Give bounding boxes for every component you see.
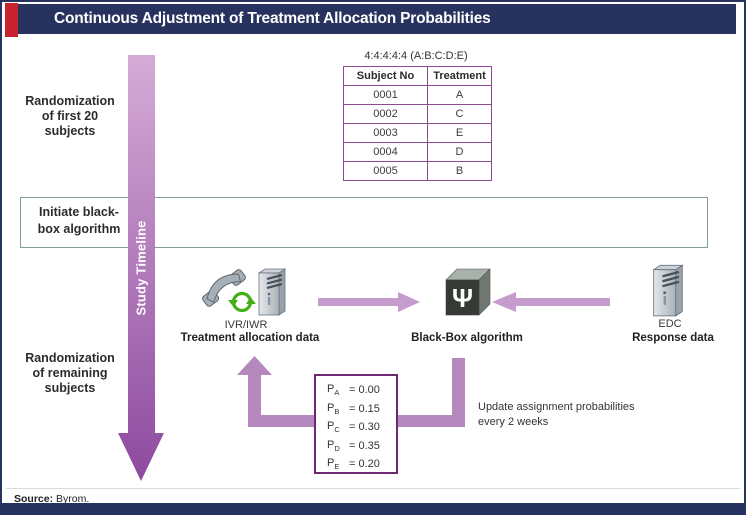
allocation-ratio-title: 4:4:4:4:4 (A:B:C:D:E) xyxy=(364,50,468,62)
response-data-caption: Response data xyxy=(632,332,714,344)
cell-treatment: A xyxy=(427,85,492,105)
probability-row: PE = 0.20 xyxy=(316,455,396,474)
prob-value: = 0.20 xyxy=(349,458,380,471)
prob-value: = 0.30 xyxy=(349,421,380,434)
edc-label: EDC xyxy=(658,318,682,330)
bottom-bar xyxy=(2,503,744,513)
source-text: Byrom. xyxy=(56,493,90,505)
probability-box: PA = 0.00 PB = 0.15 PC = 0.30 PD = 0.35 … xyxy=(314,374,398,474)
probability-row: PC = 0.30 xyxy=(316,418,396,437)
prob-sub: C xyxy=(334,425,340,435)
header-bar xyxy=(8,4,736,34)
table-row: 0002 C xyxy=(343,104,492,124)
prob-value: = 0.00 xyxy=(349,384,380,397)
phase-label-remaining: Randomization of remaining subjects xyxy=(25,351,115,395)
treatment-allocation-caption: Treatment allocation data xyxy=(180,332,320,344)
figure-title: Continuous Adjustment of Treatment Alloc… xyxy=(54,10,491,27)
prob-sub: D xyxy=(334,443,340,453)
cell-treatment: D xyxy=(427,142,492,162)
prob-symbol: P xyxy=(327,383,335,396)
table-row: 0003 E xyxy=(343,123,492,143)
initiate-algorithm-label: Initiate black- box algorithm xyxy=(37,205,121,236)
cell-subject: 0005 xyxy=(343,161,428,181)
table-row: 0005 B xyxy=(343,161,492,181)
prob-value: = 0.35 xyxy=(349,439,380,452)
cell-subject: 0001 xyxy=(343,85,428,105)
ivr-phone-server-icon xyxy=(202,268,286,316)
cell-subject: 0004 xyxy=(343,142,428,162)
prob-sub: B xyxy=(334,406,340,416)
study-timeline-arrow-icon xyxy=(118,55,164,481)
probability-row: PB = 0.15 xyxy=(316,400,396,419)
arrow-left-icon xyxy=(492,292,610,312)
cell-treatment: C xyxy=(427,104,492,124)
source-line: Source: Byrom. xyxy=(14,493,89,505)
allocation-table: Subject No Treatment 0001 A 0002 C 0003 … xyxy=(343,66,492,181)
update-note: Update assignment probabilities every 2 … xyxy=(478,401,635,428)
prob-value: = 0.15 xyxy=(349,402,380,415)
red-accent-block xyxy=(5,3,18,37)
prob-symbol: P xyxy=(327,420,335,433)
study-timeline-label: Study Timeline xyxy=(133,220,149,316)
edc-server-icon xyxy=(652,264,684,317)
table-row: 0001 A xyxy=(343,85,492,105)
probability-row: PA = 0.00 xyxy=(316,381,396,400)
prob-symbol: P xyxy=(327,401,335,414)
cell-subject: 0002 xyxy=(343,104,428,124)
black-box-caption: Black-Box algorithm xyxy=(411,332,523,344)
psi-symbol: Ψ xyxy=(452,283,473,313)
prob-sub: A xyxy=(334,388,340,398)
prob-symbol: P xyxy=(327,438,335,451)
cell-subject: 0003 xyxy=(343,123,428,143)
arrow-right-icon xyxy=(318,292,420,312)
prob-sub: E xyxy=(334,462,340,472)
prob-symbol: P xyxy=(327,457,335,470)
phase-label-first-20: Randomization of first 20 subjects xyxy=(25,94,115,138)
probability-row: PD = 0.35 xyxy=(316,437,396,456)
ivr-label: IVR/IWR xyxy=(224,319,268,331)
black-box-cube-icon: Ψ xyxy=(445,268,491,316)
col-header-subject-no: Subject No xyxy=(343,66,428,86)
cell-treatment: E xyxy=(427,123,492,143)
cell-treatment: B xyxy=(427,161,492,181)
footer-divider xyxy=(6,488,740,489)
table-row: 0004 D xyxy=(343,142,492,162)
source-label: Source: xyxy=(14,493,54,505)
table-header-row: Subject No Treatment xyxy=(343,66,492,86)
col-header-treatment: Treatment xyxy=(427,66,492,86)
